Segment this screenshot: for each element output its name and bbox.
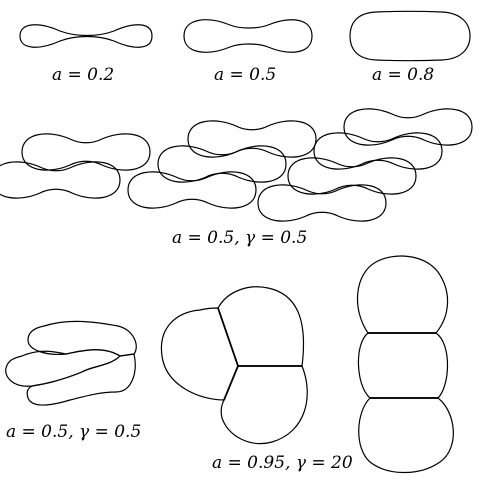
cluster-small-bottom [26,353,136,406]
tri-cell-bottom [220,365,308,445]
tri-cell-top [217,286,305,367]
chain-quad-shape-4 [257,184,387,222]
caption-cluster-small: a = 0.5, γ = 0.5 [6,422,141,442]
caption-clusters-large: a = 0.95, γ = 20 [212,453,353,473]
tri-cell-left [160,307,239,401]
dumbbell-a08 [349,10,471,62]
single-shape-a02 [19,24,153,48]
cluster-triple-junction [160,286,308,445]
chain-quad [257,108,473,222]
chain-quad-shape-1 [343,108,473,146]
stack-cell-top [356,255,449,334]
cluster-small-middle [5,349,121,387]
caption-a02: a = 0.2 [52,65,114,85]
chain-pair-shape-2 [0,161,121,199]
tri-edge-3 [223,365,239,401]
caption-chains: a = 0.5, γ = 0.5 [172,228,307,248]
dumbbell-a02 [19,24,153,48]
single-shape-a05 [183,19,313,53]
dumbbell-a05 [183,19,313,53]
chain-triple [127,120,317,209]
stack-cell-bottom [358,397,454,473]
chain-pair-shape-1 [21,133,151,171]
caption-a05: a = 0.5 [214,65,276,85]
tri-edge-1 [217,307,239,367]
caption-a08: a = 0.8 [372,65,434,85]
chain-quad-shape-2 [313,132,443,170]
chain-quad-shape-3 [287,157,417,195]
single-shape-a08 [349,10,471,62]
chain-triple-shape-3 [127,171,257,209]
stack-cell-middle [357,332,448,399]
cluster-small [5,320,137,406]
cluster-vertical-stack [356,255,454,473]
